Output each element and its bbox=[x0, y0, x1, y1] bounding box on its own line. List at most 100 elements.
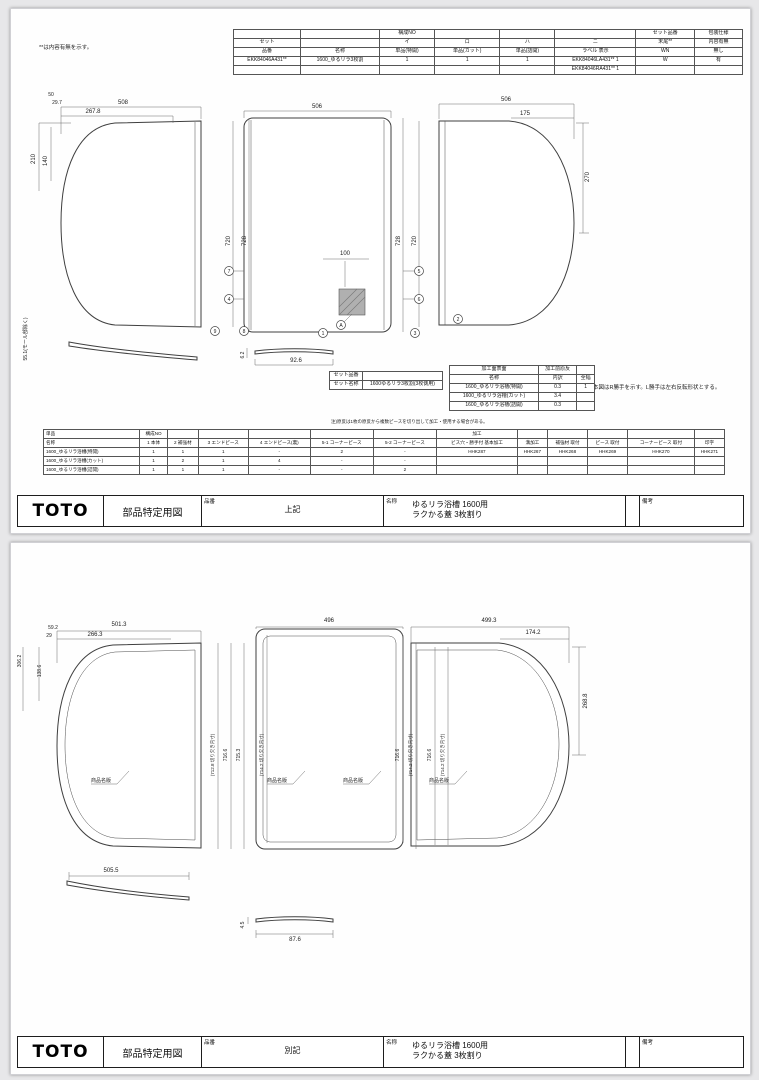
table-cell: EKK84046RA431** 1 bbox=[554, 65, 637, 75]
lid-right-piece bbox=[438, 120, 575, 326]
table-cell bbox=[546, 465, 589, 475]
dimension-lines bbox=[38, 103, 589, 366]
dim-label: 140 bbox=[43, 155, 49, 166]
table-cell bbox=[433, 29, 501, 39]
table-row: 1600_ゆるリラ浴槽(詰開)0.3 bbox=[448, 401, 595, 411]
spacer-cell bbox=[626, 496, 640, 526]
table-cell: - bbox=[372, 456, 438, 466]
table-cell: 1 bbox=[138, 447, 169, 457]
table-cell: 1 bbox=[167, 465, 199, 475]
table-cell: 加工 bbox=[436, 429, 518, 439]
table-cell: ビス穴・勝手付 基本加工 bbox=[436, 438, 518, 448]
table-cell: HHK287 bbox=[436, 447, 518, 457]
dim-label: 499.3 bbox=[481, 618, 497, 624]
balloon-number: 1 bbox=[322, 331, 325, 337]
profile-strip-middle bbox=[255, 916, 334, 923]
remarks-cell: 備考 bbox=[640, 1037, 743, 1067]
table-cell: 単品(詰開) bbox=[499, 47, 556, 57]
table-cell: 2 bbox=[167, 456, 199, 466]
table-cell: コーナーピース 取付 bbox=[626, 438, 695, 448]
product-name-cell: 名称 ゆるリラ浴槽 1600用 ラクかる蓋 3枚割り bbox=[384, 1037, 626, 1067]
table-cell bbox=[626, 429, 695, 439]
table-cell: ニ bbox=[554, 38, 637, 48]
lid-right-piece bbox=[410, 642, 570, 847]
table-cell: 溝加工 bbox=[516, 438, 548, 448]
balloon-circle bbox=[414, 266, 424, 276]
product-name-line1: ゆるリラ浴槽 1600用 bbox=[412, 500, 489, 509]
dim-label: 6.2 bbox=[240, 351, 246, 358]
dim-label: (712.8 切り欠き内寸) bbox=[209, 733, 216, 776]
product-name-label: 名称 bbox=[386, 499, 398, 505]
dim-label: 50 bbox=[48, 92, 54, 98]
table-cell bbox=[626, 456, 695, 466]
table-cell: 5-1 コーナーピース bbox=[309, 438, 374, 448]
table-cell: 単品(カット) bbox=[433, 47, 501, 57]
dim-label: 716.6 bbox=[395, 749, 401, 762]
table-cell: 1 bbox=[197, 465, 249, 475]
table-row: 1600_ゆるリラ浴槽(カット)3.4 bbox=[448, 392, 595, 402]
balloon-circle bbox=[336, 320, 346, 330]
table-cell: 無し bbox=[693, 47, 744, 57]
balloon-number: 4 bbox=[228, 297, 231, 303]
dim-label: 720 bbox=[226, 235, 232, 246]
table-cell: W bbox=[635, 56, 695, 66]
remarks-label: 備考 bbox=[642, 1040, 654, 1046]
table-cell: 4 エンドピース(裏) bbox=[247, 438, 311, 448]
table-cell: EKK84046LA431** 1 bbox=[554, 56, 637, 66]
table-cell: セット品番 bbox=[635, 29, 695, 39]
table-cell: イ bbox=[379, 38, 435, 48]
balloon-circle bbox=[414, 294, 424, 304]
product-name-line2: ラクかる蓋 3枚割り bbox=[412, 1051, 483, 1061]
dim-label: 92.6 bbox=[290, 358, 302, 364]
dim-label: (714.2 切り欠き内寸) bbox=[439, 733, 446, 776]
dim-label: 138.6 bbox=[37, 665, 43, 678]
table-cell bbox=[433, 65, 501, 75]
dim-label: 59.2 bbox=[48, 625, 58, 631]
table-cell: HHK270 bbox=[626, 447, 695, 457]
lid-pieces-top-view bbox=[60, 117, 575, 333]
product-name-value: ゆるリラ浴槽 1600用 ラクかる蓋 3枚割り bbox=[412, 1041, 488, 1062]
dim-label: 87.6 bbox=[289, 937, 301, 943]
table-cell: 名称 bbox=[448, 374, 540, 384]
dim-label: 716.6 bbox=[427, 749, 433, 762]
table-cell: 3.4 bbox=[538, 392, 578, 402]
table-cell: 1600_ゆるリラ浴槽(特開) bbox=[43, 447, 140, 457]
remarks-cell: 備考 bbox=[640, 496, 743, 526]
balloon-circle bbox=[410, 328, 420, 338]
table-row: セットイロハニ末尾**内容有無 bbox=[233, 38, 744, 48]
dim-label: 210 bbox=[31, 153, 37, 164]
balloon-circle bbox=[224, 266, 234, 276]
toto-logo: TOTO bbox=[18, 496, 104, 526]
dim-label: (714.2 切り欠き内寸) bbox=[407, 733, 414, 776]
table-cell: 末尾** bbox=[635, 38, 695, 48]
part-number-label: 品番 bbox=[204, 499, 216, 505]
dim-label: 508 bbox=[118, 100, 129, 106]
table-cell bbox=[436, 456, 518, 466]
table-cell bbox=[247, 429, 311, 439]
table-cell bbox=[300, 29, 380, 39]
dim-label: 商品名版 bbox=[267, 777, 287, 784]
table-cell bbox=[309, 429, 374, 439]
lid-middle-piece bbox=[255, 628, 404, 850]
table-cell bbox=[587, 465, 628, 475]
table-cell: 内訳 bbox=[538, 374, 578, 384]
dim-label: 商品名版 bbox=[343, 777, 363, 784]
part-number-label: 品番 bbox=[204, 1040, 216, 1046]
table-cell: 1 bbox=[379, 56, 435, 66]
doc-type-label: 部品特定用図 bbox=[104, 496, 202, 526]
table-cell bbox=[197, 429, 249, 439]
dim-label: 174.2 bbox=[525, 630, 541, 636]
table-cell: 4 bbox=[247, 456, 311, 466]
lid-middle-inner-contour bbox=[262, 635, 397, 843]
table-cell: ハ bbox=[499, 38, 556, 48]
dim-label: 505.5 bbox=[103, 868, 119, 874]
table-cell: 1600_ゆるリラ浴槽(詰開) bbox=[43, 465, 140, 475]
